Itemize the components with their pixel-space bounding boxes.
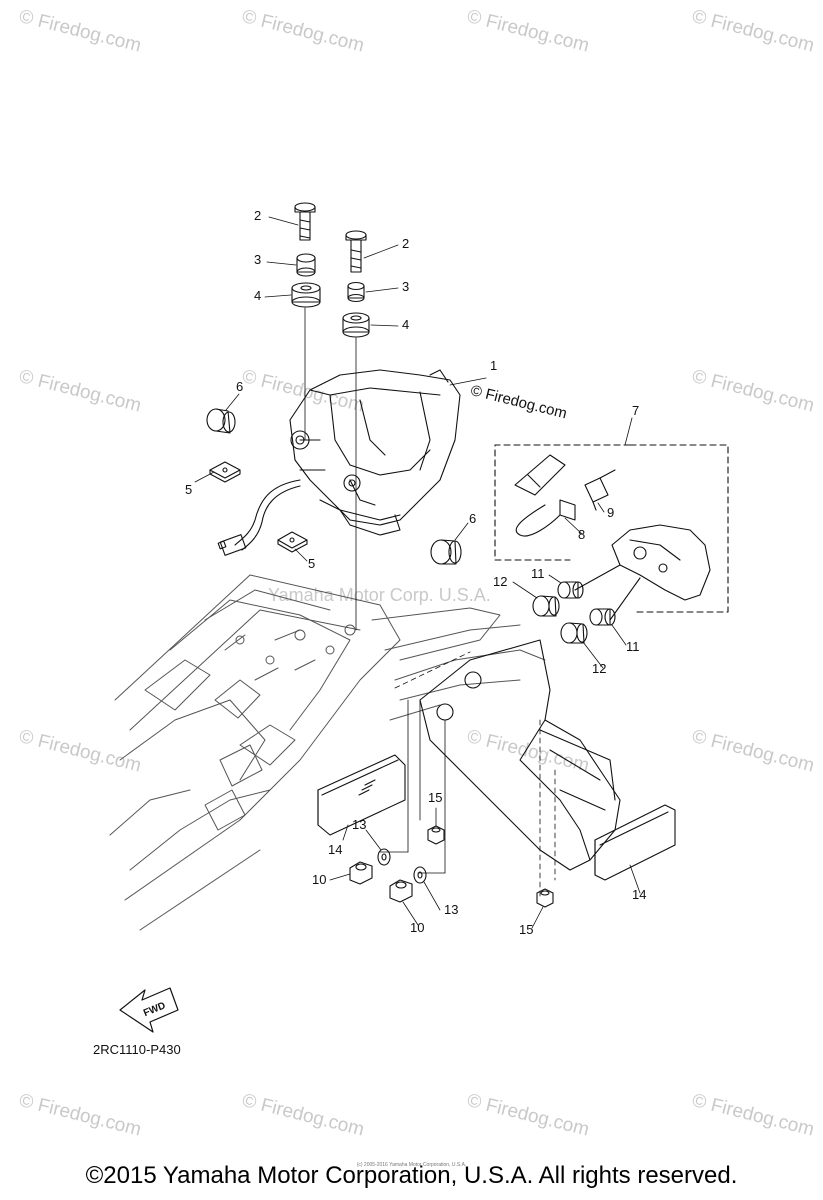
leader-lines [194,216,641,929]
collar-part-3 [347,281,365,303]
turn-signal-lens [574,524,711,621]
reflector-part-14 [317,754,406,836]
callout-number: 3 [254,252,262,267]
callout-number: 1 [490,358,498,373]
callout-number: 6 [236,379,244,394]
callout-number: 4 [402,317,410,332]
tiny-credit: (c) 2005-2016 Yamaha Motor Corporation, … [356,1162,467,1168]
copyright-notice: ©2015 Yamaha Motor Corporation, U.S.A. A… [85,1162,738,1189]
callout-number: 6 [469,511,477,526]
tail-light-housing [217,369,461,556]
bolt-part-2 [294,202,316,241]
grommet-part-4 [342,312,370,338]
nut-part-15 [536,888,554,908]
callout-number: 3 [402,279,410,294]
grommet-part-12 [532,595,560,617]
callout-number: 15 [519,922,534,937]
dashed-guide-lines [394,651,556,901]
rear-frame [109,574,546,931]
washer-part-13 [377,848,391,866]
rear-fender [419,639,621,871]
grommet-part-6 [430,539,462,565]
callout-number: 14 [328,842,343,857]
callout-number: 10 [410,920,425,935]
collar-part-11 [589,608,616,626]
reflector-part-14 [594,804,676,881]
forward-arrow-icon: FWD [119,987,179,1033]
nut-part-10 [389,879,413,903]
callout-number: 15 [428,790,443,805]
nut-clip-part-5 [277,531,308,553]
diagram-code: 2RC1110-P430 [93,1042,181,1057]
callout-number: 13 [444,902,459,917]
callout-number: 11 [531,566,545,581]
grommet-part-12 [560,622,588,644]
nut-part-10 [349,861,373,885]
callout-number: 12 [592,661,607,676]
socket-part-9 [584,469,616,511]
collar-part-3 [296,253,316,277]
nut-clip-part-5 [209,461,241,483]
callout-number: 10 [312,872,327,887]
collar-part-11 [557,581,584,599]
callout-number: 5 [308,556,316,571]
callout-number: 5 [185,482,193,497]
callout-number: 2 [402,236,410,251]
assembly-guide-lines [304,307,446,874]
callout-number: 11 [626,639,640,654]
callout-number: 9 [607,505,615,520]
callout-number: 4 [254,288,262,303]
callout-number: 8 [578,527,586,542]
bulb-part-8 [514,454,576,537]
grommet-part-6 [206,408,236,434]
callout-number: 14 [632,887,647,902]
callout-number: 7 [632,403,640,418]
grommet-part-4 [291,282,321,308]
washer-part-13 [413,866,427,884]
nut-part-15 [427,825,445,845]
center-watermark: Yamaha Motor Corp. U.S.A. [268,585,491,605]
callout-number: 2 [254,208,262,223]
callout-number: 13 [352,817,367,832]
bolt-part-2 [345,230,367,273]
bulb-kit-box-part-7 [494,444,729,613]
callout-number: 12 [493,574,508,589]
